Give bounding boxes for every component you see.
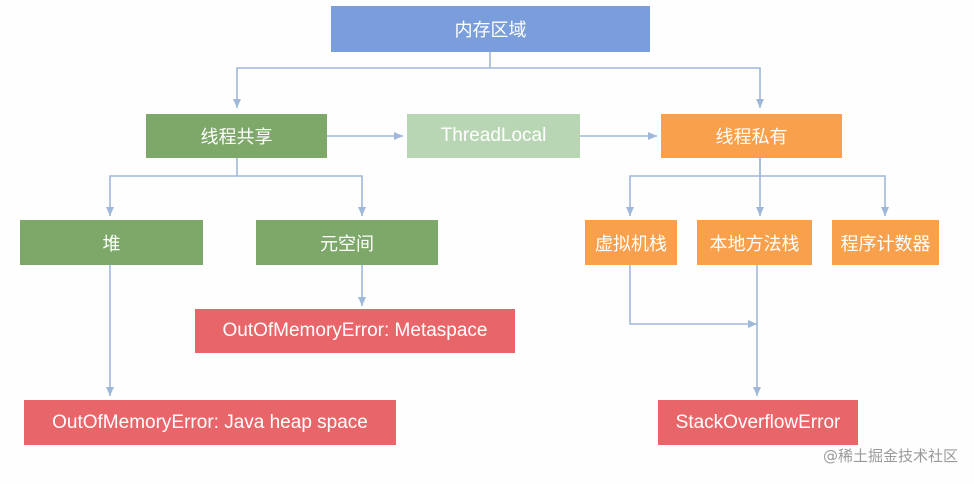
node-heap: 堆	[20, 220, 203, 265]
node-metaspace: 元空间	[256, 220, 438, 265]
edge-vmstack-merge	[629, 265, 757, 328]
node-thread-private: 线程私有	[661, 114, 842, 158]
edge-root-split	[233, 52, 491, 108]
node-oom-metaspace: OutOfMemoryError: Metaspace	[195, 309, 515, 353]
node-program-counter: 程序计数器	[832, 220, 939, 265]
edge-private-pc	[760, 175, 889, 216]
watermark: @稀土掘金技术社区	[822, 447, 958, 465]
edge-root-private	[490, 67, 764, 108]
node-vm-stack: 虚拟机栈	[585, 220, 677, 265]
node-thread-shared: 线程共享	[146, 114, 327, 158]
edge-private-vmstack	[626, 158, 761, 216]
node-memory-area: 内存区域	[331, 6, 650, 52]
edge-shared-metaspace	[237, 175, 366, 216]
edge-shared-heap	[106, 158, 238, 216]
node-stack-overflow: StackOverflowError	[658, 400, 858, 445]
node-oom-heap: OutOfMemoryError: Java heap space	[24, 400, 396, 445]
node-thread-local: ThreadLocal	[407, 114, 580, 158]
node-native-method-stack: 本地方法栈	[697, 220, 812, 265]
